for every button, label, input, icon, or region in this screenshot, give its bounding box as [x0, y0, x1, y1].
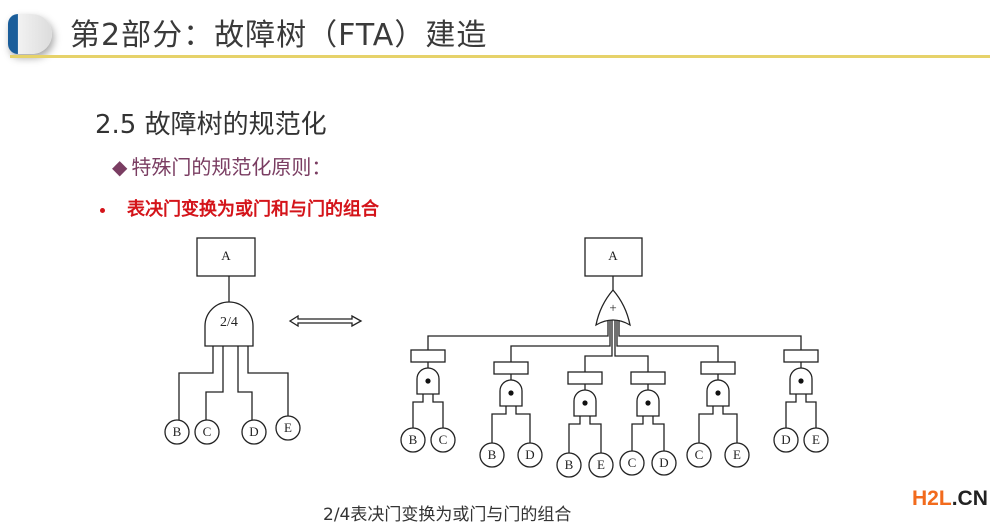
bullet-principle: ◆特殊门的规范化原则： — [112, 151, 331, 180]
connector-line — [247, 346, 289, 420]
top-event-label: A — [608, 248, 618, 263]
basic-event-label: D — [659, 455, 668, 470]
basic-event-label: B — [173, 424, 182, 439]
title-divider — [10, 55, 990, 58]
or-gate-symbol: + — [609, 300, 616, 315]
basic-event-circle — [619, 450, 645, 476]
connector-line — [652, 416, 665, 451]
bus-line — [510, 320, 611, 362]
back-tab-icon — [8, 14, 52, 54]
section-title: 2.5 故障树的规范化 — [95, 110, 327, 140]
basic-event-label: C — [203, 424, 212, 439]
connector-line — [412, 394, 424, 428]
basic-event-circle — [479, 442, 505, 468]
bus-line — [614, 320, 649, 372]
connector-line — [432, 394, 444, 428]
bus-line — [618, 320, 802, 350]
basic-event-label: D — [249, 424, 258, 439]
dot-icon — [100, 207, 105, 213]
and-gate-dot — [425, 378, 431, 384]
connector-line — [205, 346, 224, 420]
connector-line — [568, 416, 581, 453]
bullet-transform: 表决门变换为或门和与门的组合 — [100, 195, 379, 221]
basic-event-label: E — [597, 457, 605, 472]
basic-event-label: B — [565, 457, 574, 472]
basic-event-label: D — [781, 432, 790, 447]
connector-line — [698, 406, 714, 443]
top-event-box — [584, 237, 643, 277]
and-gate-dot — [798, 378, 804, 384]
basic-event-label: E — [812, 432, 820, 447]
top-event-box — [196, 237, 256, 277]
diamond-icon: ◆ — [112, 155, 128, 179]
basic-event-label: E — [733, 447, 741, 462]
basic-event-circle — [724, 442, 750, 468]
bus-line — [616, 320, 719, 362]
connector-line — [785, 394, 797, 428]
basic-event-circle — [803, 427, 829, 453]
page-title: 第2部分：故障树（FTA）建造 — [70, 18, 488, 53]
intermediate-event-box — [630, 371, 666, 385]
connector-line — [491, 406, 507, 443]
voting-gate — [204, 301, 254, 347]
intermediate-event-box — [783, 349, 819, 363]
basic-event-circle — [275, 415, 301, 441]
basic-event-label: B — [409, 432, 418, 447]
bus-line — [427, 320, 609, 350]
and-gate-dot — [582, 400, 588, 406]
connector-line — [589, 416, 602, 453]
top-event-label: A — [221, 248, 231, 263]
and-gate-dot — [645, 400, 651, 406]
bus-line — [584, 320, 613, 372]
basic-event-circle — [773, 427, 799, 453]
basic-event-label: C — [695, 447, 704, 462]
basic-event-label: B — [488, 447, 497, 462]
intermediate-event-box — [410, 349, 446, 363]
and-gate-dot — [508, 390, 514, 396]
connector-line — [178, 346, 214, 420]
basic-event-circle — [517, 442, 543, 468]
basic-event-circle — [588, 452, 614, 478]
basic-event-circle — [194, 419, 220, 445]
intermediate-event-box — [700, 361, 736, 375]
connector-line — [515, 406, 531, 443]
and-gate-dot — [715, 390, 721, 396]
basic-event-circle — [164, 419, 190, 445]
or-gate — [595, 289, 631, 327]
basic-event-label: C — [439, 432, 448, 447]
basic-event-circle — [556, 452, 582, 478]
watermark-logo: H2L.CN — [912, 487, 988, 510]
connector-line — [237, 346, 253, 420]
connector-line — [805, 394, 817, 428]
basic-event-label: E — [284, 420, 292, 435]
basic-event-label: D — [525, 447, 534, 462]
basic-event-circle — [651, 450, 677, 476]
bullet-text: 特殊门的规范化原则： — [131, 155, 332, 179]
basic-event-circle — [241, 419, 267, 445]
intermediate-event-box — [567, 371, 603, 385]
double-arrow-icon — [288, 314, 363, 328]
figure-caption: 2/4表决门变换为或门与门的组合 — [323, 505, 572, 525]
intermediate-event-box — [493, 361, 529, 375]
connector-line — [722, 406, 738, 443]
basic-event-circle — [400, 427, 426, 453]
bullet-text: 表决门变换为或门和与门的组合 — [127, 199, 379, 220]
basic-event-circle — [430, 427, 456, 453]
voting-gate-label: 2/4 — [220, 315, 238, 330]
basic-event-label: C — [628, 455, 637, 470]
connector-line — [631, 416, 644, 451]
basic-event-circle — [686, 442, 712, 468]
